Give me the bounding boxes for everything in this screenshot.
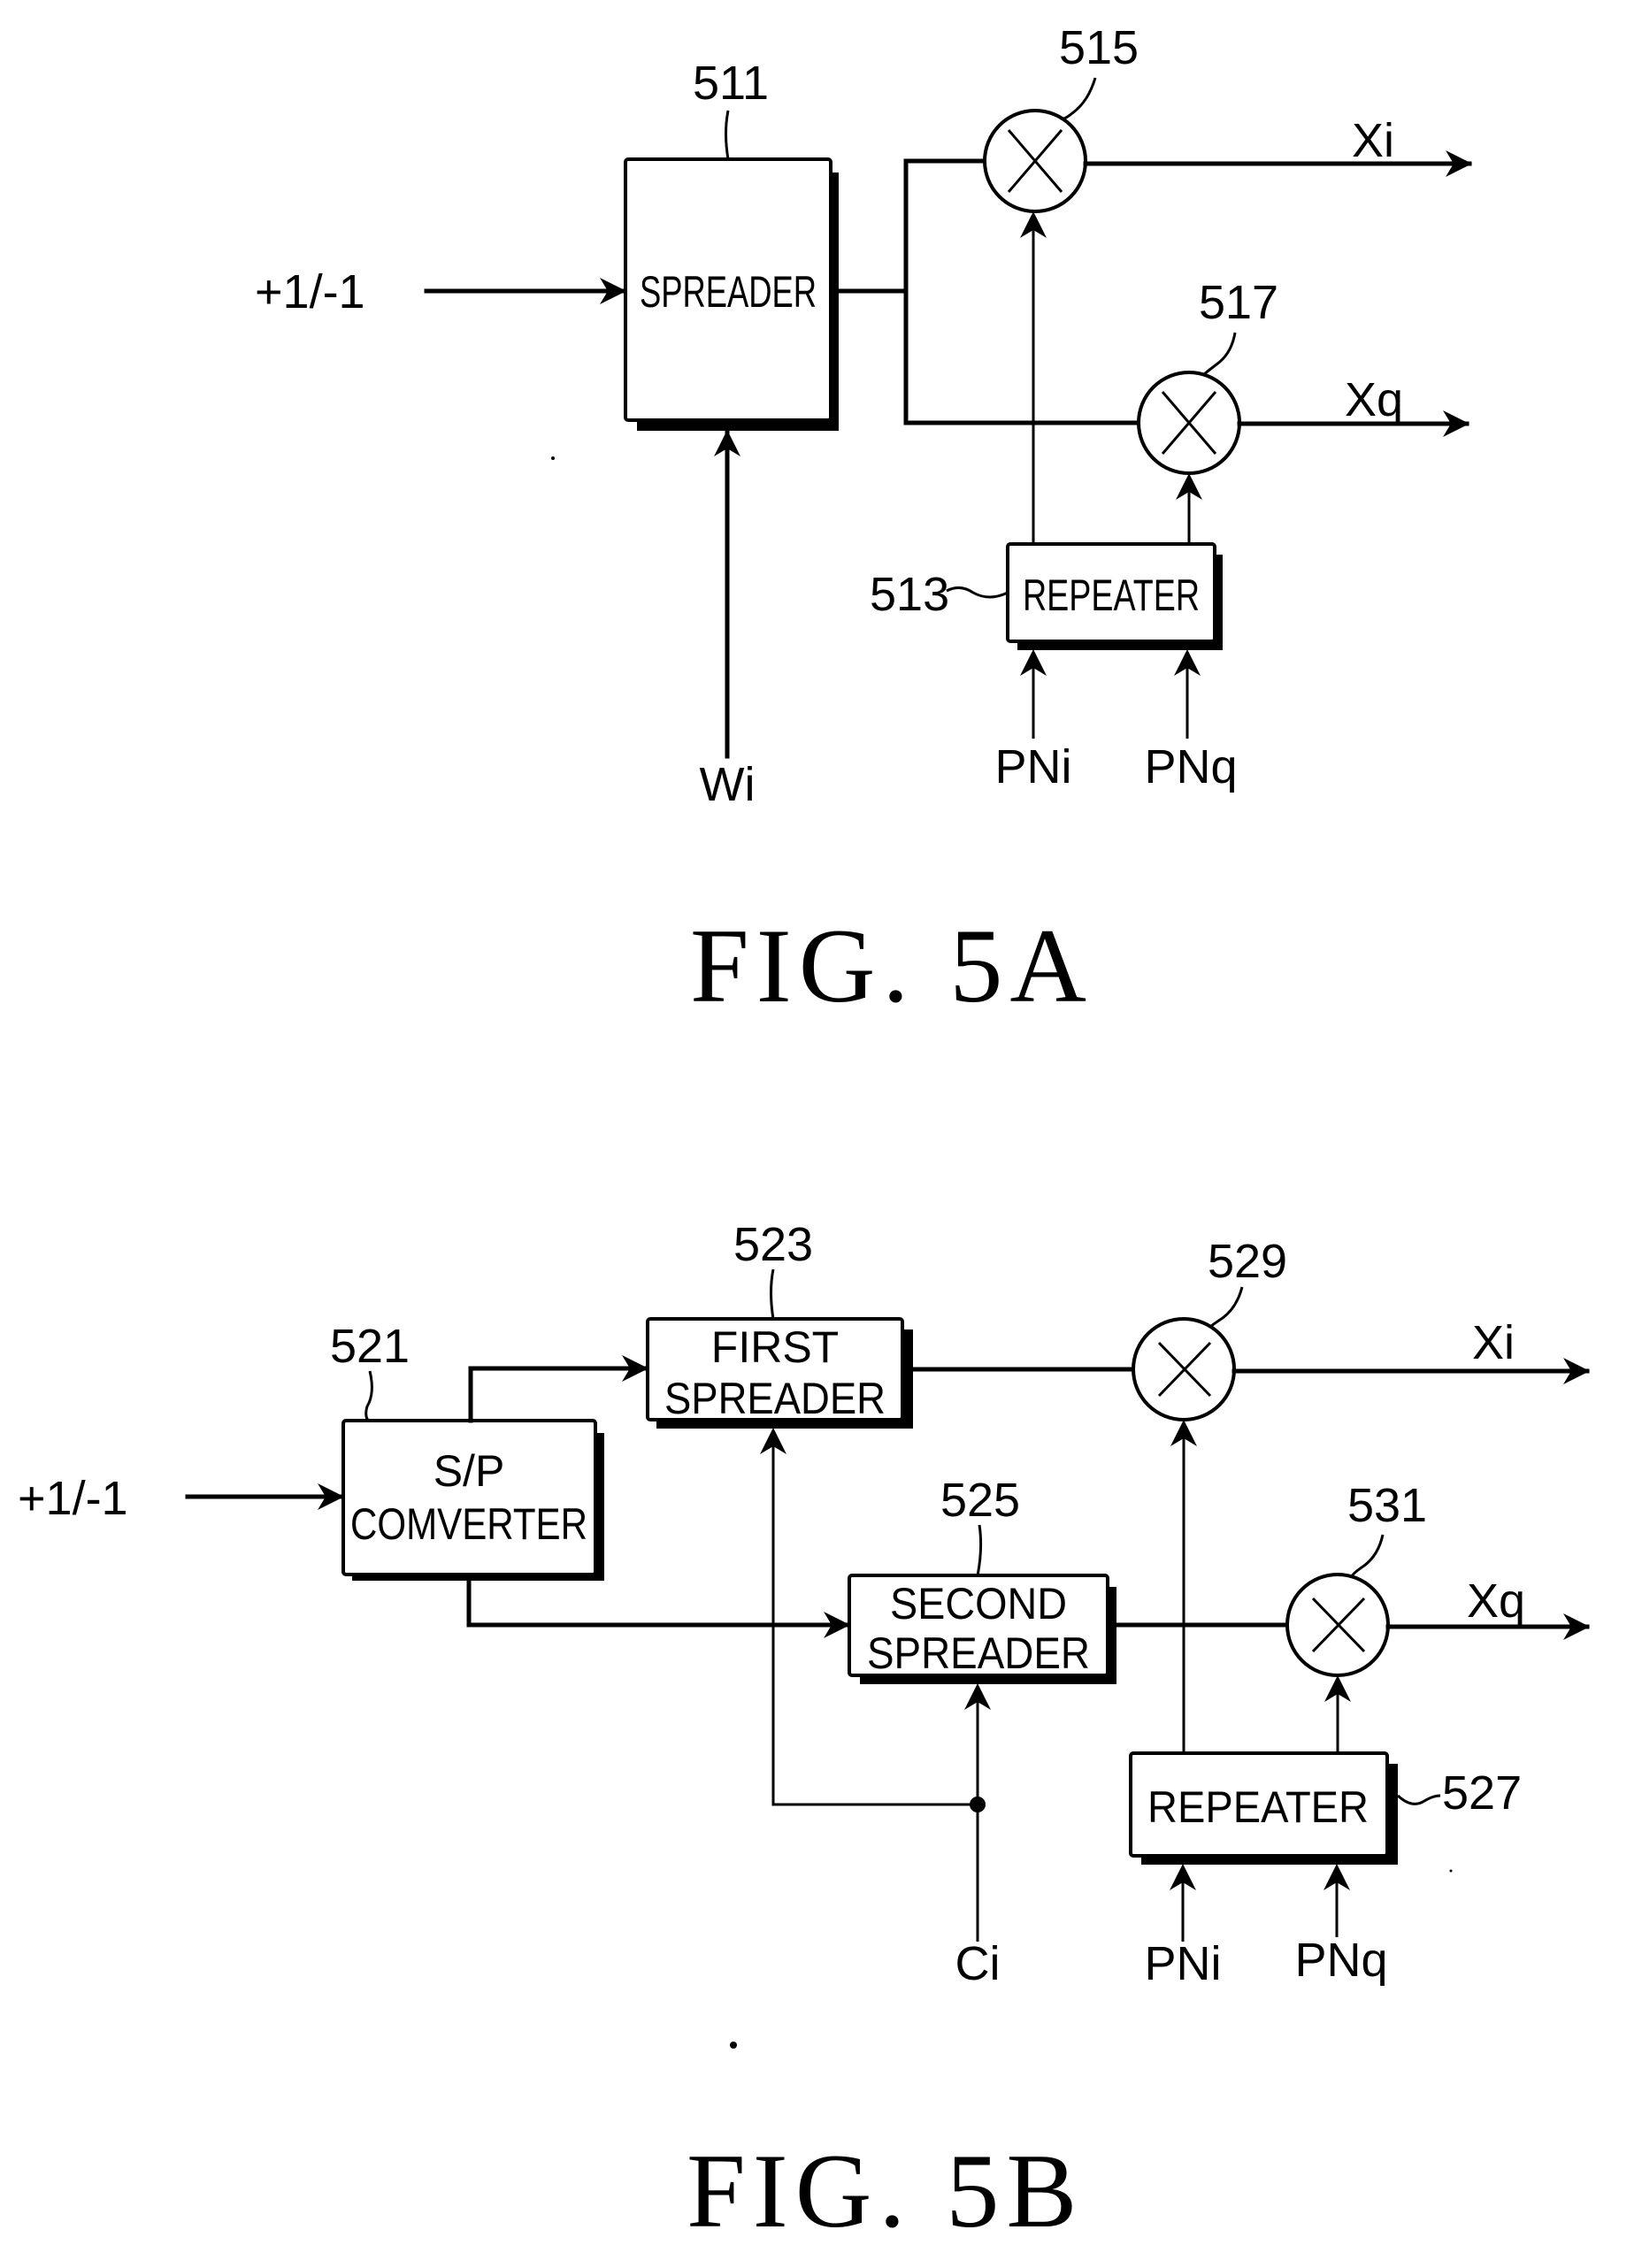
multiplier-515 [985,111,1086,211]
ref-513: 513 [870,568,949,621]
leader-521 [366,1371,372,1421]
leader-531 [1352,1535,1383,1576]
pnq-label-5a: PNq [1144,740,1237,793]
pnq-label-5b: PNq [1294,1934,1387,1987]
pni-label-5b: PNi [1144,1937,1221,1990]
figure-caption-5a: FIG. 5A [690,907,1093,1024]
leader-511 [726,111,729,159]
figure-5a: +1/-1 SPREADER 511 Wi 515 Xi [255,21,1469,1024]
first-spreader-label-line1: FIRST [711,1322,839,1372]
leader-529 [1210,1287,1242,1327]
output-xq-label-5b: Xq [1467,1575,1525,1628]
output-xi-label-5b: Xi [1472,1316,1515,1369]
repeater-block-527: REPEATER [1131,1753,1398,1865]
sp-to-first-spreader-arrow [471,1368,646,1421]
second-spreader-label-line2: SPREADER [867,1628,1090,1678]
walsh-label: Wi [700,758,756,811]
junction-dot [970,1797,986,1812]
ref-525: 525 [940,1474,1020,1527]
ref-511: 511 [693,57,769,110]
repeater-label: REPEATER [1147,1782,1369,1832]
ref-531: 531 [1347,1479,1427,1532]
ref-523: 523 [733,1218,813,1271]
sp-to-second-spreader-arrow [469,1581,848,1625]
leader-523 [771,1269,774,1319]
ref-527: 527 [1442,1766,1522,1820]
multiplier-529 [1133,1319,1234,1420]
repeater-label: REPEATER [1023,571,1200,620]
ci-label: Ci [955,1937,1001,1990]
spreader-label: SPREADER [640,267,817,317]
spreader-block-511: SPREADER [625,159,839,431]
second-spreader-label-line1: SECOND [890,1579,1067,1628]
ref-517: 517 [1199,276,1278,329]
second-spreader-block-525: SECOND SPREADER [849,1575,1116,1684]
sp-converter-label-line2: COMVERTER [350,1499,587,1549]
output-xi-label-5a: Xi [1352,114,1394,167]
sp-converter-block-521: S/P COMVERTER [343,1421,604,1581]
figure-caption-5b: FIG. 5B [687,2132,1084,2249]
figure-5b: +1/-1 S/P COMVERTER 521 FIRST SPREADER 5… [18,1218,1587,2249]
ref-521: 521 [330,1320,410,1373]
input-label-5b: +1/-1 [18,1472,128,1525]
repeater-block-513: REPEATER [1008,544,1223,650]
sp-converter-label-line1: S/P [434,1446,505,1496]
input-label-5a: +1/-1 [255,265,365,318]
first-spreader-label-line2: SPREADER [664,1374,886,1423]
sp-converter-box [343,1421,595,1575]
ref-515: 515 [1059,21,1139,74]
leader-513 [947,587,1008,597]
ref-529: 529 [1208,1235,1287,1288]
first-spreader-block-523: FIRST SPREADER [648,1319,913,1429]
multiplier-517 [1139,372,1239,473]
leader-515 [1060,78,1095,119]
pni-label-5a: PNi [994,740,1071,793]
output-xq-label-5a: Xq [1345,373,1403,426]
leader-525 [978,1525,981,1575]
scan-speck [551,456,555,460]
leader-527 [1398,1796,1440,1804]
scan-speck [730,2042,737,2049]
multiplier-531 [1287,1575,1388,1675]
leader-517 [1203,333,1235,375]
scan-speck [1450,1870,1453,1873]
